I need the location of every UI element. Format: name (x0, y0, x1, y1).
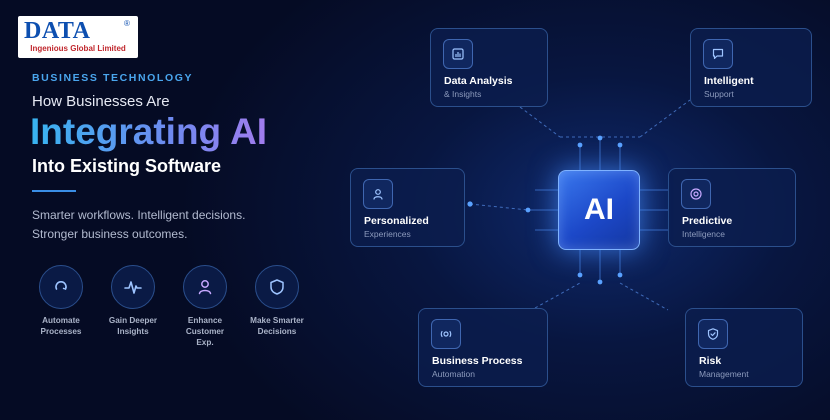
logo-wordmark: DATA (24, 18, 91, 44)
card-subtitle: Automation (432, 369, 475, 379)
feature-label: Automate Processes (40, 316, 82, 336)
card-data-analysis: Data Analysis & Insights (430, 28, 548, 107)
feature-label: Enhance Customer Exp. (185, 316, 225, 347)
feature-label: Make Smarter Decisions (250, 316, 304, 336)
user-icon (183, 265, 227, 309)
card-subtitle: Management (699, 369, 749, 379)
shield-check-icon (698, 319, 728, 349)
pulse-icon (111, 265, 155, 309)
chat-bubble-icon (703, 39, 733, 69)
logo-tagline: Ingenious Global Limited (30, 44, 126, 53)
card-personalized-experiences: Personalized Experiences (350, 168, 465, 247)
card-business-process-automation: Business Process Automation (418, 308, 548, 387)
card-title: Predictive (682, 215, 733, 227)
card-predictive-intelligence: Predictive Intelligence (668, 168, 796, 247)
title-divider (32, 190, 76, 192)
shield-icon (255, 265, 299, 309)
eyebrow-label: BUSINESS TECHNOLOGY (32, 72, 194, 84)
hero-line-1: How Businesses Are (32, 93, 170, 110)
card-title: Personalized (364, 215, 429, 227)
card-subtitle: Intelligence (682, 229, 726, 239)
hero-line-3: Into Existing Software (32, 156, 222, 176)
card-subtitle: Experiences (364, 229, 411, 239)
gear-icon (431, 319, 461, 349)
feature-smarter-decisions: Make Smarter Decisions (237, 265, 317, 337)
hero-description-2: Stronger business outcomes. (32, 227, 188, 241)
feature-label: Gain Deeper Insights (108, 316, 158, 336)
user-icon (363, 179, 393, 209)
target-icon (681, 179, 711, 209)
bar-chart-icon (443, 39, 473, 69)
card-title: Data Analysis (444, 75, 513, 87)
card-subtitle: Support (704, 89, 734, 99)
hero-headline: Integrating AI (30, 111, 268, 152)
ai-chip: AI (558, 170, 640, 250)
card-title: Intelligent (704, 75, 754, 87)
card-subtitle: & Insights (444, 89, 482, 99)
card-title: Risk (699, 355, 722, 367)
ai-chip-label: AI (584, 193, 614, 226)
feature-enhance-customer: Enhance Customer Exp. (165, 265, 245, 348)
feature-gain-insights: Gain Deeper Insights (93, 265, 173, 337)
card-title: Business Process (432, 355, 523, 367)
refresh-arc-icon (39, 265, 83, 309)
card-risk-management: Risk Management (685, 308, 803, 387)
feature-automate-processes: Automate Processes (21, 265, 101, 337)
logo-registered-mark: ® (124, 19, 130, 28)
hero-description-1: Smarter workflows. Intelligent decisions… (32, 208, 246, 222)
company-logo: DATA ® Ingenious Global Limited (18, 16, 138, 58)
card-intelligent-support: Intelligent Support (690, 28, 812, 107)
